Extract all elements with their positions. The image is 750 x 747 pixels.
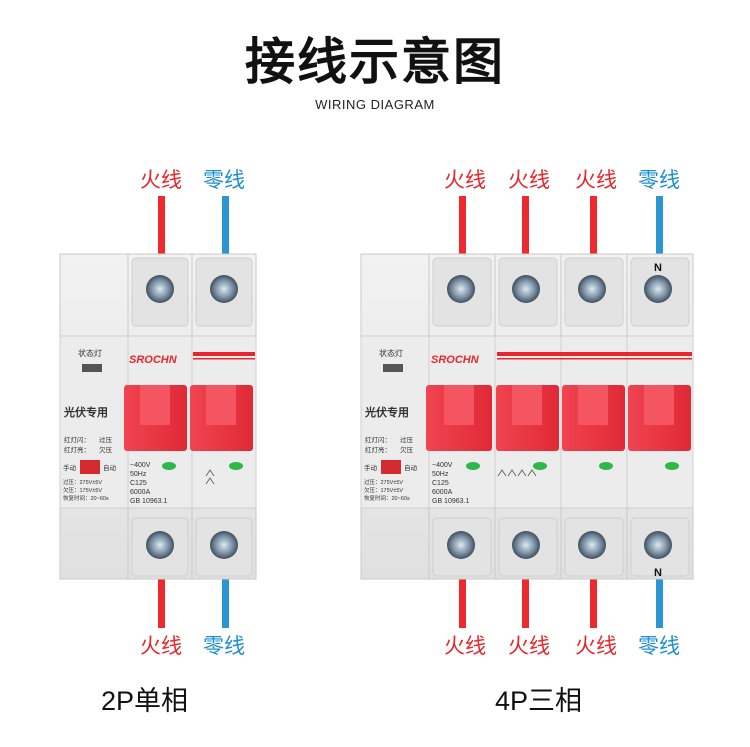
breaker-2p xyxy=(59,253,257,580)
recovery-2p: 恢复时间：20~60s xyxy=(63,494,109,502)
spec-standard-2p: GB 10963.1 xyxy=(130,498,167,505)
label-4p-bottom-live-1: 火线 xyxy=(444,634,486,658)
label-2p-top-live: 火线 xyxy=(140,168,182,192)
neutral-mark-top: N xyxy=(654,262,662,274)
auto-label-4p: 自动 xyxy=(404,463,418,472)
under-voltage-label-2p: 欠压 xyxy=(99,445,113,454)
label-4p-bottom-neutral: 零线 xyxy=(638,634,680,658)
terminal-screw-icon xyxy=(146,531,174,559)
over-voltage-label-4p: 过压 xyxy=(400,435,414,444)
spec-standard-4p: GB 10963.1 xyxy=(432,498,469,505)
manual-label-2p: 手动 xyxy=(63,463,77,472)
terminal-screw-icon xyxy=(644,531,672,559)
wire-2p-top-live xyxy=(158,196,165,256)
spec-voltage-2p: ~400V xyxy=(130,462,151,469)
pv-label-4p: 光伏专用 xyxy=(364,405,409,419)
under-voltage-label-4p: 欠压 xyxy=(400,445,414,454)
terminal-screw-icon xyxy=(146,275,174,303)
label-4p-top-live-1: 火线 xyxy=(444,168,486,192)
wire-4p-bottom-live-1 xyxy=(459,578,466,628)
label-4p-bottom-live-2: 火线 xyxy=(508,634,550,658)
wire-2p-top-neutral xyxy=(222,196,229,256)
terminal-screw-icon xyxy=(447,275,475,303)
wire-2p-bottom-live xyxy=(158,578,165,628)
auto-label-2p: 自动 xyxy=(103,463,117,472)
wire-4p-bottom-live-2 xyxy=(522,578,529,628)
red-flash-label-4p: 红灯闪： xyxy=(365,435,391,444)
spec-freq-4p: 50Hz xyxy=(432,471,449,478)
wire-4p-bottom-live-3 xyxy=(590,578,597,628)
spec-model-2p: C125 xyxy=(130,480,147,487)
caption-4p: 4P三相 xyxy=(495,686,583,716)
spec-model-4p: C125 xyxy=(432,480,449,487)
red-flash-label-2p: 红灯闪： xyxy=(64,435,90,444)
terminal-screw-icon xyxy=(210,531,238,559)
terminal-screw-icon xyxy=(210,275,238,303)
breaker-4p xyxy=(360,253,694,580)
wire-2p-bottom-neutral xyxy=(222,578,229,628)
red-on-label-2p: 红灯亮： xyxy=(64,445,90,454)
spec-freq-2p: 50Hz xyxy=(130,471,147,478)
status-light-label-4p: 状态灯 xyxy=(379,348,403,358)
terminal-screw-icon xyxy=(512,531,540,559)
label-2p-bottom-live: 火线 xyxy=(140,634,182,658)
pv-label-2p: 光伏专用 xyxy=(63,405,108,419)
terminal-screw-icon xyxy=(644,275,672,303)
caption-2p: 2P单相 xyxy=(101,686,189,716)
ov-spec-2p: 过压：275V±5V xyxy=(63,478,102,486)
ov-spec-4p: 过压：275V±5V xyxy=(364,478,403,486)
wire-4p-top-live-1 xyxy=(459,196,466,256)
label-4p-top-neutral: 零线 xyxy=(638,168,680,192)
status-light-label-2p: 状态灯 xyxy=(78,348,102,358)
recovery-4p: 恢复时间：20~60s xyxy=(364,494,410,502)
uv-spec-2p: 欠压：175V±5V xyxy=(63,486,102,494)
terminal-screw-icon xyxy=(447,531,475,559)
neutral-mark-bottom: N xyxy=(654,567,662,579)
uv-spec-4p: 欠压：175V±5V xyxy=(364,486,403,494)
wire-4p-top-neutral xyxy=(656,196,663,256)
label-2p-top-neutral: 零线 xyxy=(203,168,245,192)
red-on-label-4p: 红灯亮： xyxy=(365,445,391,454)
wire-4p-top-live-3 xyxy=(590,196,597,256)
wire-4p-bottom-neutral xyxy=(656,578,663,628)
spec-capacity-2p: 6000A xyxy=(130,489,151,496)
over-voltage-label-2p: 过压 xyxy=(99,435,113,444)
wire-4p-top-live-2 xyxy=(522,196,529,256)
terminal-screw-icon xyxy=(578,531,606,559)
brand-logo-2p: SROCHN xyxy=(129,354,178,366)
page-title: 接线示意图 xyxy=(245,33,505,91)
manual-label-4p: 手动 xyxy=(364,463,378,472)
terminal-screw-icon xyxy=(512,275,540,303)
terminal-screw-icon xyxy=(578,275,606,303)
brand-logo-4p: SROCHN xyxy=(431,354,480,366)
label-4p-top-live-3: 火线 xyxy=(575,168,617,192)
spec-voltage-4p: ~400V xyxy=(432,462,453,469)
label-4p-bottom-live-3: 火线 xyxy=(575,634,617,658)
label-4p-top-live-2: 火线 xyxy=(508,168,550,192)
page-subtitle: WIRING DIAGRAM xyxy=(315,97,435,112)
label-2p-bottom-neutral: 零线 xyxy=(203,634,245,658)
spec-capacity-4p: 6000A xyxy=(432,489,453,496)
